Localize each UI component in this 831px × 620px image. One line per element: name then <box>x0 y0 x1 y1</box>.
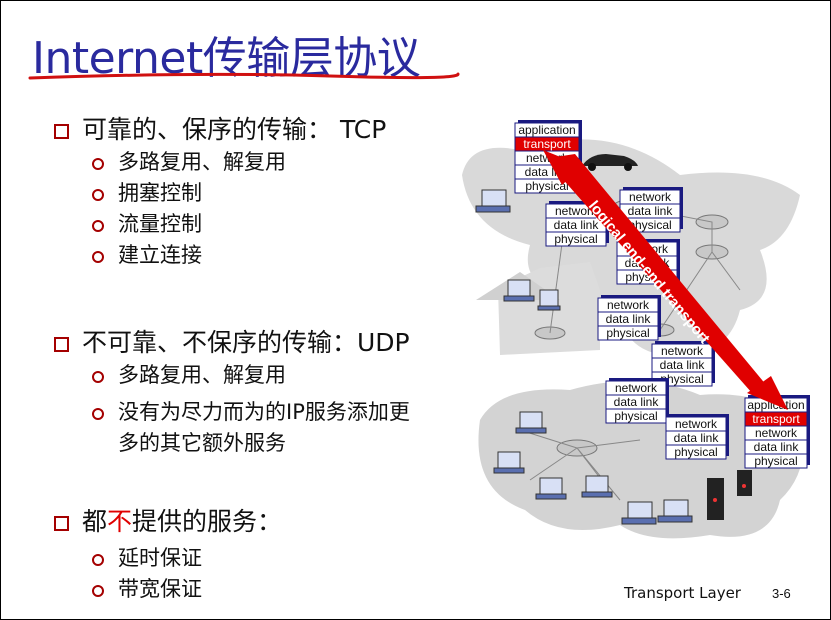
layer-label: data link <box>628 204 674 218</box>
sub-bullet-text: 流量控制 <box>118 212 202 236</box>
layer-label: application <box>518 123 575 137</box>
server-icon <box>707 470 752 520</box>
layer-label: physical <box>606 326 649 340</box>
bullet-group-tcp: 可靠的、保序的传输： TCP 多路复用、解复用 拥塞控制 流量控制 建立连接 <box>52 113 386 271</box>
layer-label: data link <box>660 358 706 372</box>
bullet-udp: 不可靠、不保序的传输：UDP <box>52 326 410 360</box>
sub-bullet: 流量控制 <box>52 209 386 240</box>
sub-bullet-text: 多路复用、解复用 <box>118 150 286 174</box>
layer-label: physical <box>614 409 657 423</box>
layer-label: network <box>555 204 598 218</box>
layer-label: data link <box>674 431 720 445</box>
host-icons <box>475 189 693 525</box>
square-bullet-icon <box>54 337 69 352</box>
sub-bullet-text: 延时保证 <box>118 546 202 570</box>
sub-bullet: 没有为尽力而为的IP服务添加更 <box>52 397 410 428</box>
bullet-group-none: 都不提供的服务： 延时保证 带宽保证 <box>52 505 282 605</box>
bullet-text-post: 提供的服务： <box>132 507 283 536</box>
sub-bullet-continuation: 多的其它额外服务 <box>52 428 410 459</box>
circle-bullet-icon <box>92 158 104 170</box>
sub-bullet-text: 多的其它额外服务 <box>118 431 286 455</box>
layer-label: transport <box>523 137 571 151</box>
layer-label: network <box>755 426 798 440</box>
square-bullet-icon <box>54 124 69 139</box>
layer-box <box>597 325 659 341</box>
layer-label: data link <box>606 312 652 326</box>
layer-label: physical <box>660 372 703 386</box>
layer-box <box>605 408 667 424</box>
layer-label: network <box>629 190 672 204</box>
sub-bullet: 多路复用、解复用 <box>52 360 410 391</box>
sub-bullet: 带宽保证 <box>52 574 282 605</box>
sub-bullet-text: 带宽保证 <box>118 577 202 601</box>
layer-label: data link <box>754 440 800 454</box>
sub-bullet: 拥塞控制 <box>52 178 386 209</box>
car-icon <box>582 154 638 171</box>
layer-label: transport <box>752 412 800 426</box>
circle-bullet-icon <box>92 251 104 263</box>
circle-bullet-icon <box>92 189 104 201</box>
circle-bullet-icon <box>92 408 104 420</box>
circle-bullet-icon <box>92 220 104 232</box>
layer-label: network <box>661 344 704 358</box>
footer-label: Transport Layer <box>624 584 741 602</box>
page-number: 3-6 <box>772 586 791 601</box>
sub-bullet-text: 没有为尽力而为的IP服务添加更 <box>118 400 410 424</box>
circle-bullet-icon <box>92 371 104 383</box>
bullet-text-highlight: 不 <box>107 507 133 536</box>
layer-label: physical <box>525 179 568 193</box>
layer-label: physical <box>674 445 717 459</box>
bullet-text: 可靠的、保序的传输： TCP <box>82 115 387 144</box>
bullet-group-udp: 不可靠、不保序的传输：UDP 多路复用、解复用 没有为尽力而为的IP服务添加更 … <box>52 326 410 459</box>
sub-bullet-text: 建立连接 <box>118 243 202 267</box>
circle-bullet-icon <box>92 554 104 566</box>
layer-label: physical <box>628 218 671 232</box>
layer-label: data link <box>554 218 600 232</box>
sub-bullet: 多路复用、解复用 <box>52 147 386 178</box>
bullet-tcp: 可靠的、保序的传输： TCP <box>52 113 386 147</box>
layer-label: network <box>675 417 718 431</box>
layer-label: network <box>607 298 650 312</box>
bullet-not-provided: 都不提供的服务： <box>52 505 282 539</box>
sub-bullet-text: 多路复用、解复用 <box>118 363 286 387</box>
arrow-shaft <box>549 154 780 404</box>
arrow-head-start <box>543 150 583 185</box>
bullet-text-pre: 都 <box>82 507 108 536</box>
layer-label: physical <box>754 454 797 468</box>
layer-label: network <box>615 381 658 395</box>
sub-bullet: 建立连接 <box>52 240 386 271</box>
layer-box <box>744 453 808 469</box>
sub-bullet-text: 拥塞控制 <box>118 181 202 205</box>
layer-box <box>665 444 727 460</box>
title-underline <box>28 72 460 80</box>
layer-box <box>545 231 607 247</box>
square-bullet-icon <box>54 516 69 531</box>
layer-label: physical <box>554 232 597 246</box>
circle-bullet-icon <box>92 585 104 597</box>
sub-bullet: 延时保证 <box>52 543 282 574</box>
layer-label: data link <box>614 395 660 409</box>
bullet-text: 不可靠、不保序的传输：UDP <box>82 328 410 357</box>
arrow-head-end <box>747 376 788 410</box>
